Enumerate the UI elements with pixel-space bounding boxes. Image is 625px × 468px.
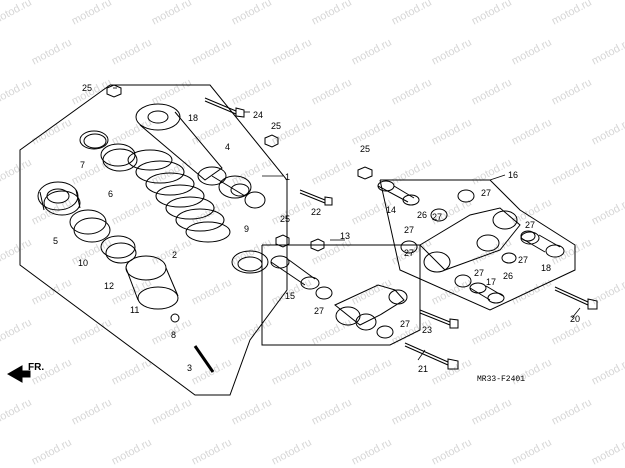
- seal-27g-part: [315, 286, 333, 300]
- callout-8a: 8: [171, 330, 177, 340]
- collar-17-part: [469, 282, 505, 304]
- diagram-code: MR33-F2401: [477, 375, 526, 384]
- callout-9: 9: [244, 224, 250, 234]
- callout-27d: 27: [474, 268, 485, 278]
- callout-3: 3: [187, 363, 193, 373]
- ring-12-part: [100, 235, 136, 259]
- callout-27a: 27: [481, 188, 492, 198]
- seal-27e-part: [501, 252, 517, 264]
- callout-27g: 27: [314, 306, 325, 316]
- callout-26b: 26: [503, 271, 514, 281]
- callout-11: 11: [130, 305, 140, 315]
- clip-8-part: [170, 313, 180, 323]
- callout-14: 14: [386, 205, 397, 215]
- seal-27b-part: [430, 208, 448, 222]
- link-13-part: [334, 284, 408, 331]
- hose-3-part: [193, 345, 215, 373]
- direction-arrow: [6, 365, 31, 383]
- nut-25a-part: [106, 84, 122, 98]
- group-16-outline: [379, 179, 576, 311]
- callout-17: 17: [486, 277, 497, 287]
- callout-27i: 27: [404, 248, 415, 258]
- callout-18b: 18: [541, 263, 552, 273]
- seal-27d-part: [454, 274, 472, 288]
- callout-27c: 27: [404, 225, 415, 235]
- callout-18a: 18: [188, 113, 199, 123]
- ring-9-part: [231, 250, 269, 274]
- callout-20: 20: [570, 314, 581, 324]
- shock-group-outline: [19, 84, 288, 396]
- bearing-part: [37, 181, 81, 216]
- callout-12: 12: [104, 281, 115, 291]
- collar-14-part: [377, 180, 420, 206]
- nut-25b-part: [264, 134, 279, 148]
- bolt-22-part: [299, 189, 333, 206]
- nut-25c-part: [357, 166, 373, 180]
- seal-27a-part: [457, 189, 475, 203]
- callout-7: 7: [80, 160, 86, 170]
- callout-23: 23: [422, 325, 433, 335]
- callout-6: 6: [108, 189, 114, 199]
- callout-25b: 25: [271, 121, 282, 131]
- callout-25a: 25: [82, 83, 93, 93]
- cylinder-11-part: [125, 255, 179, 310]
- ring-7-part: [79, 130, 109, 150]
- ring-6-part: [100, 143, 136, 167]
- callout-25d: 25: [280, 214, 291, 224]
- nut-25d-part: [275, 234, 290, 248]
- callout-27e: 27: [518, 255, 529, 265]
- callout-27f: 27: [525, 220, 536, 230]
- nut-22-part: [310, 238, 325, 252]
- direction-label: FR.: [28, 362, 45, 373]
- seal-27f-part: [520, 230, 536, 242]
- callout-25c: 25: [360, 144, 371, 154]
- seal-27h-part: [376, 325, 394, 339]
- bolt-21-part: [404, 342, 459, 370]
- callout-22: 22: [311, 207, 322, 217]
- callout-1: 1: [285, 172, 291, 182]
- ring-10-part: [69, 209, 107, 235]
- collar-15-part: [270, 255, 320, 290]
- bolt-23-part: [419, 309, 459, 329]
- callout-24: 24: [253, 110, 264, 120]
- callout-15: 15: [285, 291, 296, 301]
- callout-2: 2: [172, 250, 178, 260]
- callout-27h: 27: [400, 319, 411, 329]
- group-13-outline: [261, 244, 421, 346]
- callout-27b: 27: [432, 212, 443, 222]
- leader-lines: [113, 87, 581, 361]
- callout-26a: 26: [417, 210, 428, 220]
- spring-part: [127, 149, 231, 243]
- callout-5: 5: [53, 236, 59, 246]
- collar-18-part: [520, 231, 565, 258]
- damper-body-part: [135, 103, 266, 209]
- callout-16: 16: [508, 170, 519, 180]
- bolt-24-part: [204, 97, 245, 118]
- bolt-20-part: [554, 286, 598, 310]
- callout-13: 13: [340, 231, 351, 241]
- seal-27c-part: [400, 240, 418, 254]
- arm-16-part: [419, 207, 521, 273]
- callout-10: 10: [78, 258, 89, 268]
- callout-4: 4: [225, 142, 231, 152]
- callout-21: 21: [418, 364, 429, 374]
